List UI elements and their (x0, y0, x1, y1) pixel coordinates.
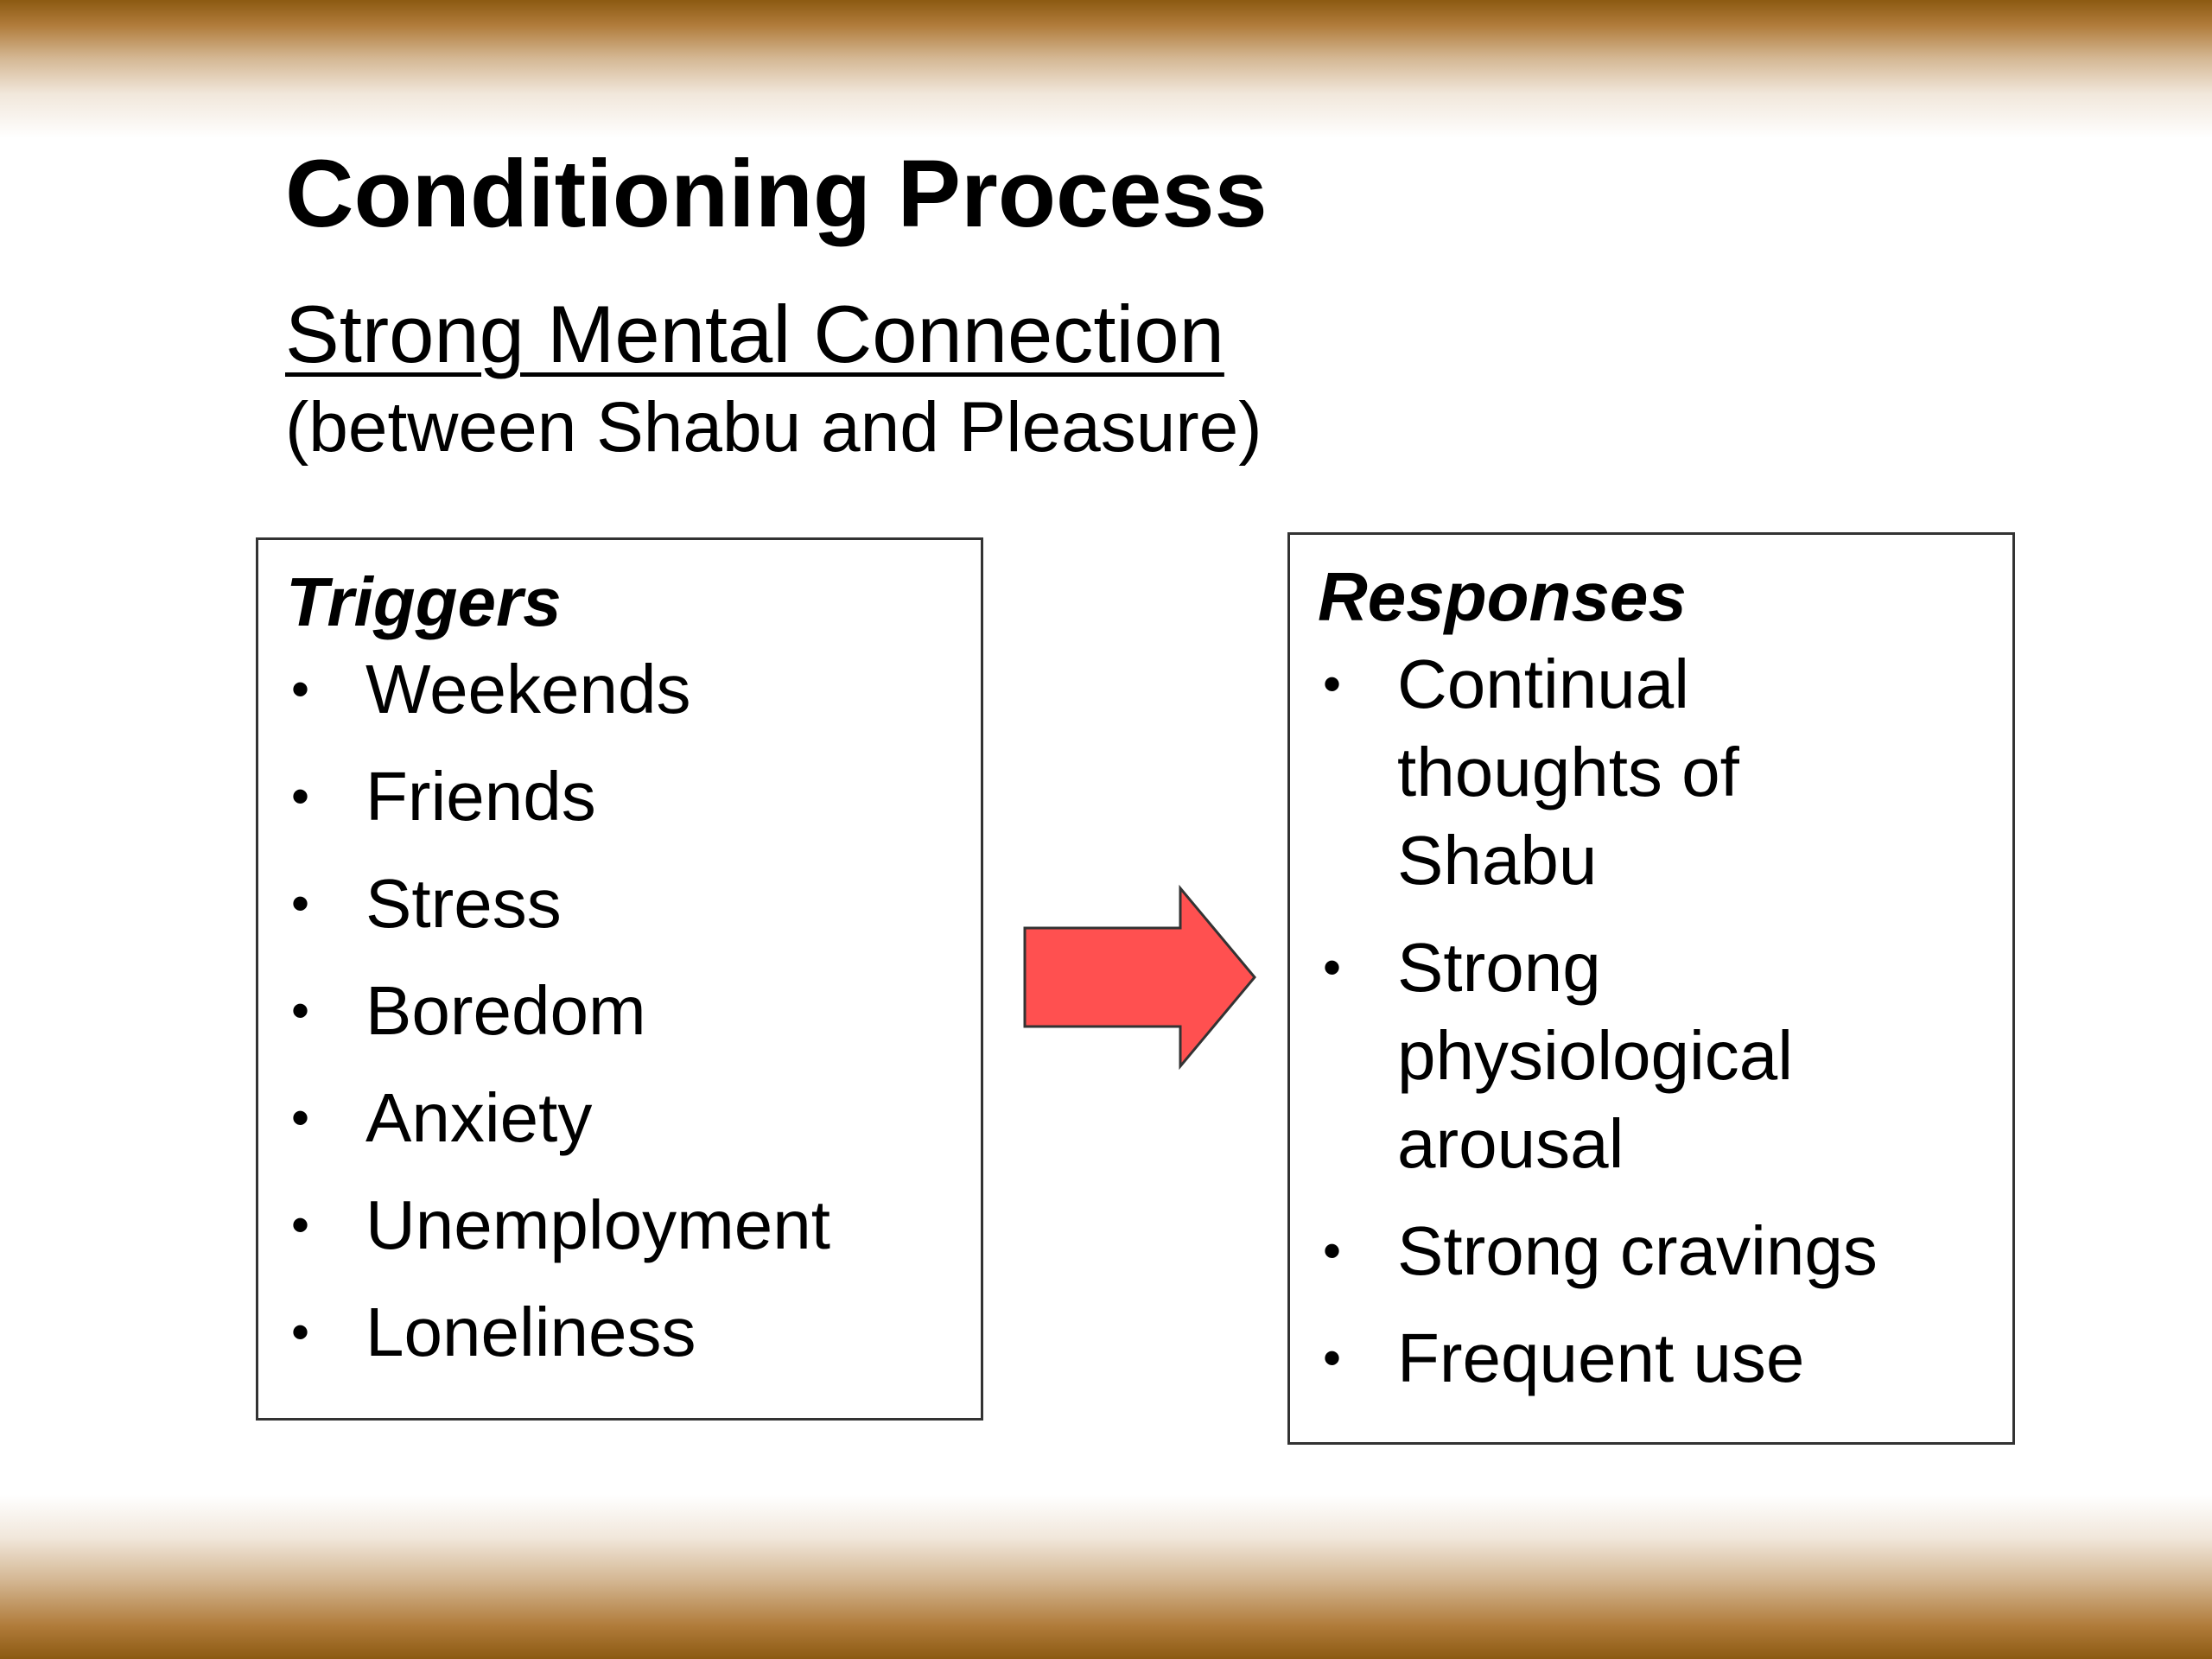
bullet: • (291, 1089, 310, 1147)
list-item: • Boredom (258, 967, 830, 1055)
list-item: • Strong cravings (1290, 1207, 1881, 1295)
triggers-heading: Triggers (286, 563, 562, 640)
responses-heading: Responses (1318, 558, 1687, 635)
slide-subtitle: Strong Mental Connection (285, 289, 1224, 379)
list-item: • Anxiety (258, 1074, 830, 1162)
bullet: • (291, 1196, 310, 1254)
list-item-label: Strong physiological arousal (1397, 929, 1794, 1182)
arrow-right-icon (1023, 885, 1256, 1070)
bullet: • (291, 1303, 310, 1361)
bullet: • (291, 767, 310, 825)
bullet: • (291, 982, 310, 1039)
list-item-label: Boredom (365, 972, 646, 1049)
list-item-label: Frequent use (1397, 1319, 1805, 1396)
list-item: • Continual thoughts of Shabu (1290, 640, 1881, 905)
list-item-label: Weekends (365, 651, 691, 728)
top-decorative-band (0, 0, 2212, 138)
list-item: • Frequent use (1290, 1314, 1881, 1402)
list-item: • Stress (258, 860, 830, 948)
bottom-decorative-band (0, 1495, 2212, 1659)
bullet: • (1323, 1329, 1342, 1387)
list-item-label: Anxiety (365, 1079, 593, 1156)
bullet: • (291, 874, 310, 932)
responses-list: • Continual thoughts of Shabu • Strong phy… (1290, 640, 1881, 1421)
list-item-label: Unemployment (365, 1186, 831, 1263)
bullet: • (1323, 1222, 1342, 1280)
list-item: • Friends (258, 753, 830, 841)
bullet: • (1323, 655, 1342, 713)
list-item: • Loneliness (258, 1288, 830, 1376)
slide-title: Conditioning Process (285, 141, 1268, 247)
list-item-label: Loneliness (365, 1294, 696, 1370)
triggers-box: Triggers • Weekends • Friends • Stress • Bor… (256, 537, 983, 1421)
bullet: • (291, 660, 310, 718)
bullet: • (1323, 938, 1342, 996)
list-item-label: Friends (365, 758, 596, 835)
triggers-list: • Weekends • Friends • Stress • Boredom • Anx… (258, 645, 830, 1395)
list-item: • Weekends (258, 645, 830, 734)
slide-subnote: (between Shabu and Pleasure) (285, 388, 1262, 467)
arrow-shape (1023, 885, 1256, 1070)
list-item: • Strong physiological arousal (1290, 924, 1881, 1188)
responses-box: Responses • Continual thoughts of Shabu •… (1287, 532, 2015, 1445)
list-item-label: Stress (365, 865, 562, 942)
list-item-label: Strong cravings (1397, 1212, 1878, 1289)
list-item-label: Continual thoughts of Shabu (1397, 645, 1739, 899)
list-item: • Unemployment (258, 1181, 830, 1269)
